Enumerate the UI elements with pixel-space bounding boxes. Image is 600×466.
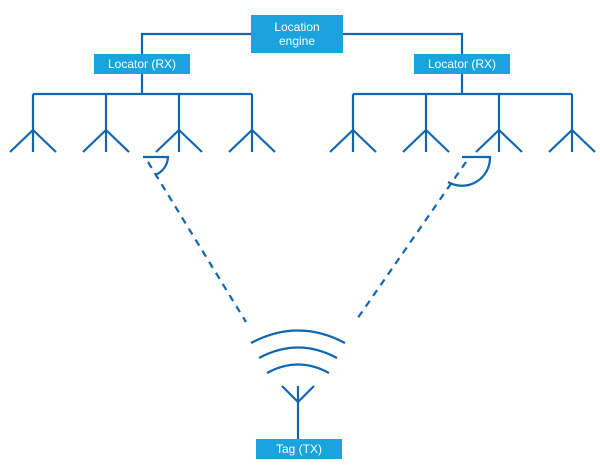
locator-right-box: Locator (RX) bbox=[414, 54, 510, 74]
tag-signal bbox=[250, 329, 346, 374]
signal-wave-icon bbox=[258, 346, 338, 359]
locator-left-label: Locator (RX) bbox=[107, 57, 177, 71]
location-engine-label: Location engine bbox=[274, 20, 320, 48]
antenna-icon bbox=[548, 94, 596, 153]
left-aoa-line bbox=[147, 161, 247, 323]
right-locator-array bbox=[329, 74, 596, 153]
engine-to-right-locator-line bbox=[343, 32, 464, 54]
engine-to-left-locator-line bbox=[140, 32, 251, 54]
antenna-icon bbox=[9, 94, 57, 153]
left-angle-arc-icon bbox=[143, 155, 170, 177]
aoa-dashed-lines bbox=[147, 161, 467, 323]
signal-wave-icon bbox=[250, 329, 346, 344]
location-engine-box: Location engine bbox=[251, 15, 343, 53]
tag-label: Tag (TX) bbox=[275, 442, 322, 456]
right-aoa-line bbox=[354, 161, 467, 323]
signal-wave-icon bbox=[266, 363, 330, 374]
antenna-icon bbox=[329, 94, 377, 153]
antenna-icon bbox=[155, 94, 203, 153]
engine-connections bbox=[140, 32, 464, 54]
tag-box: Tag (TX) bbox=[256, 439, 342, 459]
antenna-icon bbox=[82, 94, 130, 153]
tag-antenna-icon bbox=[281, 385, 315, 439]
angle-markers bbox=[143, 155, 492, 187]
antenna-icon bbox=[402, 94, 450, 153]
locator-right-label: Locator (RX) bbox=[427, 57, 497, 71]
antenna-icon bbox=[475, 94, 523, 153]
locator-left-box: Locator (RX) bbox=[94, 54, 190, 74]
left-locator-array bbox=[9, 74, 276, 153]
right-angle-arc-icon bbox=[447, 155, 492, 187]
antenna-icon bbox=[228, 94, 276, 153]
